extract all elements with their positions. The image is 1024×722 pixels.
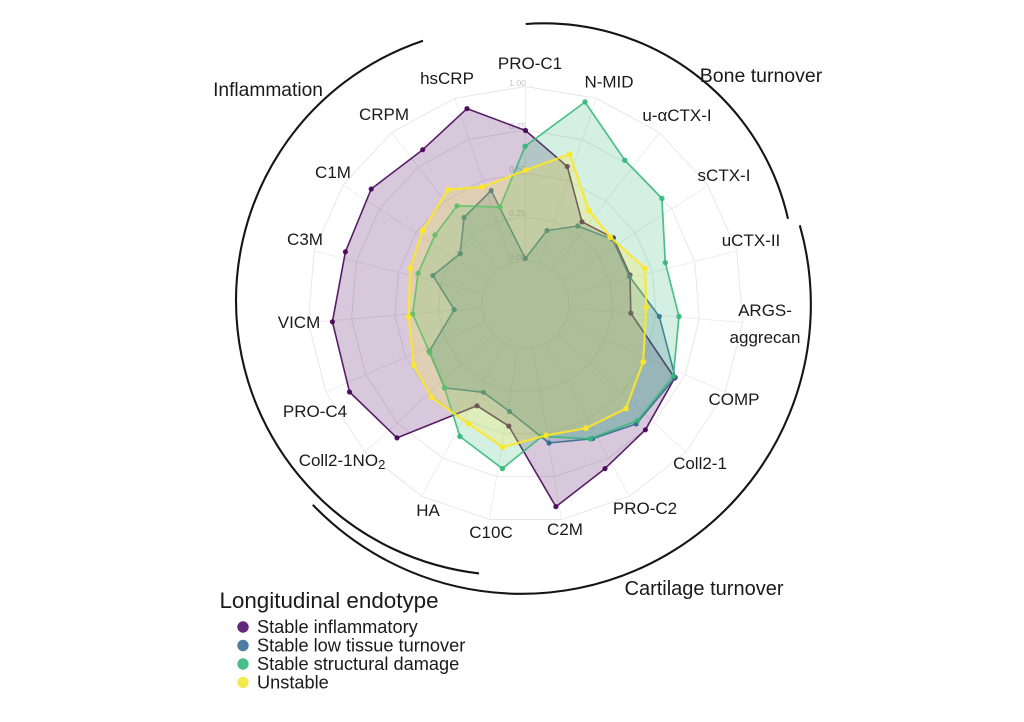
svg-text:Coll2-1NO2: Coll2-1NO2: [299, 451, 386, 472]
svg-text:Cartilage turnover: Cartilage turnover: [625, 578, 784, 600]
svg-text:Stable structural damage: Stable structural damage: [257, 654, 459, 674]
svg-text:PRO-C1: PRO-C1: [498, 54, 562, 73]
svg-text:C3M: C3M: [287, 230, 323, 249]
svg-text:0.50: 0.50: [509, 164, 526, 174]
svg-text:uCTX-II: uCTX-II: [722, 231, 781, 250]
svg-text:PRO-C4: PRO-C4: [283, 402, 347, 421]
svg-text:aggrecan: aggrecan: [730, 328, 801, 347]
svg-text:u-αCTX-I: u-αCTX-I: [642, 106, 711, 125]
svg-text:N-MID: N-MID: [584, 73, 633, 92]
svg-text:0.25: 0.25: [509, 208, 526, 218]
svg-text:Bone turnover: Bone turnover: [700, 65, 823, 87]
svg-text:HA: HA: [416, 501, 440, 520]
svg-text:hsCRP: hsCRP: [420, 69, 474, 88]
svg-text:0.00: 0.00: [509, 252, 526, 262]
svg-text:sCTX-I: sCTX-I: [698, 166, 751, 185]
svg-text:C1M: C1M: [315, 163, 351, 182]
svg-text:Coll2-1: Coll2-1: [673, 454, 727, 473]
svg-text:C10C: C10C: [469, 523, 512, 542]
svg-text:PRO-C2: PRO-C2: [613, 499, 677, 518]
svg-text:Stable inflammatory: Stable inflammatory: [257, 617, 419, 637]
svg-text:C2M: C2M: [547, 520, 583, 539]
svg-text:COMP: COMP: [709, 390, 760, 409]
svg-text:CRPM: CRPM: [359, 105, 409, 124]
svg-text:ARGS-: ARGS-: [738, 301, 792, 320]
svg-text:Longitudinal endotype: Longitudinal endotype: [219, 588, 438, 613]
svg-text:VICM: VICM: [278, 313, 321, 332]
svg-text:Stable low tissue turnover: Stable low tissue turnover: [257, 636, 465, 656]
svg-text:Inflammation: Inflammation: [213, 80, 323, 101]
svg-text:1.00: 1.00: [509, 78, 526, 88]
svg-text:0.75: 0.75: [509, 121, 526, 131]
svg-text:Unstable: Unstable: [257, 673, 329, 693]
